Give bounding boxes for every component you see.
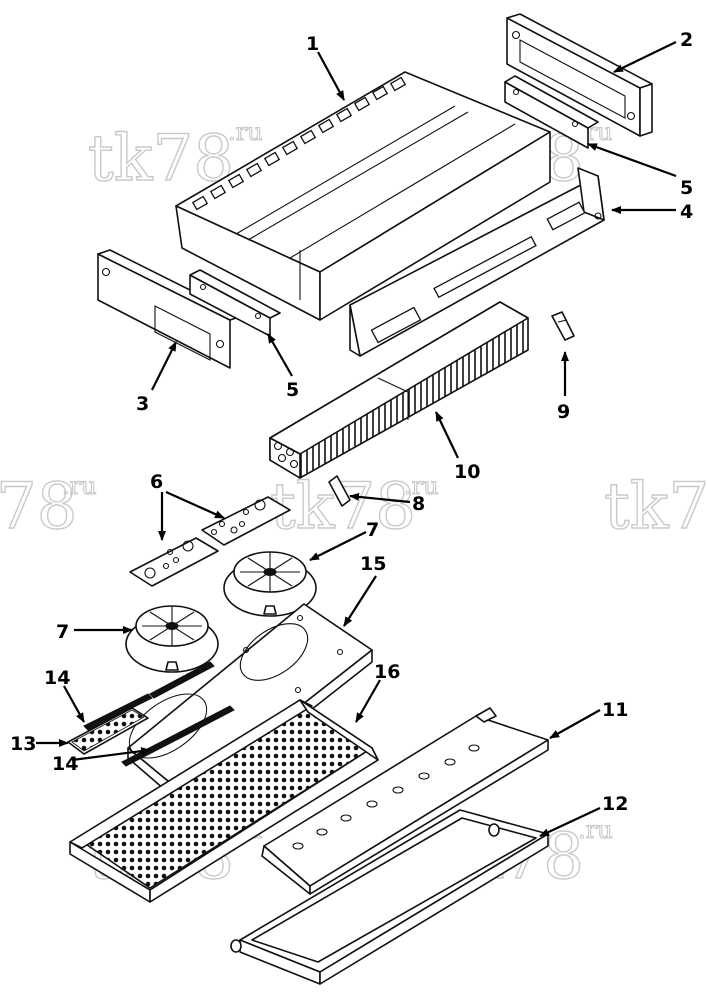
drain-holes (292, 744, 480, 850)
watermark-suffix: .ru (228, 118, 263, 146)
leader-2 (613, 41, 677, 73)
callout-5-lower: 5 (286, 379, 299, 401)
leader-6b (165, 490, 225, 520)
callout-labels: 1 2 5 4 3 5 9 10 6 8 7 7 15 14 13 14 16 … (10, 29, 693, 815)
leader-lines (36, 41, 677, 837)
watermark-text: tk78 (270, 470, 416, 544)
leader-3 (151, 341, 177, 391)
leader-10 (435, 411, 459, 459)
leader-11 (549, 709, 601, 739)
leader-8 (349, 492, 411, 504)
part-11-drip-tray (261, 707, 549, 895)
leader-1 (317, 51, 345, 101)
part-10-evaporator-coil (269, 301, 529, 479)
callout-3: 3 (136, 393, 149, 415)
callout-16: 16 (374, 661, 400, 683)
callout-7-left: 7 (56, 621, 69, 643)
callout-4: 4 (680, 201, 693, 223)
part-4-rail (349, 167, 605, 357)
part-5-angle-bracket-upper (504, 75, 599, 149)
callout-7-right: 7 (366, 519, 379, 541)
callout-15: 15 (360, 553, 386, 575)
part-6-mounting-plate-upper (201, 496, 291, 546)
part-12-pan (230, 809, 549, 985)
part-14-gasket-strip-upper (83, 661, 215, 731)
leader-15 (343, 575, 377, 627)
part-7-fan-left (125, 605, 219, 673)
watermark-text: tk7 (604, 470, 707, 544)
callout-14-upper: 14 (44, 667, 70, 689)
callout-10: 10 (454, 461, 480, 483)
callout-5-upper: 5 (680, 177, 693, 199)
housing-slots (191, 76, 407, 211)
part-16-grille (69, 699, 379, 903)
leader-5b (267, 333, 293, 377)
callout-2: 2 (680, 29, 693, 51)
part-9-clip (551, 311, 575, 341)
leader-5a (587, 142, 677, 178)
callout-11: 11 (602, 699, 628, 721)
leader-14a (63, 685, 85, 723)
callout-6: 6 (150, 471, 163, 493)
watermark-text: tk78 (88, 122, 234, 196)
callout-12: 12 (602, 793, 628, 815)
callout-14-lower: 14 (52, 753, 78, 775)
part-6-mounting-plate-lower (129, 537, 219, 587)
callout-13: 13 (10, 733, 36, 755)
watermark-suffix: .ru (62, 472, 97, 500)
leader-12 (539, 807, 601, 837)
leader-16 (355, 679, 381, 723)
watermark-text: 78 (0, 470, 77, 544)
leader-7a (309, 531, 367, 561)
callout-8: 8 (412, 493, 425, 515)
part-7-fan-right (223, 551, 317, 617)
callout-1: 1 (306, 33, 319, 55)
part-14-gasket-strip-lower (121, 705, 235, 767)
watermark-suffix: .ru (578, 816, 613, 844)
part-13-filter-frame (67, 707, 149, 755)
callout-9: 9 (557, 401, 570, 423)
leader-14b (71, 747, 151, 762)
part-1-top-housing (175, 71, 551, 321)
watermark-suffix: .ru (404, 472, 439, 500)
